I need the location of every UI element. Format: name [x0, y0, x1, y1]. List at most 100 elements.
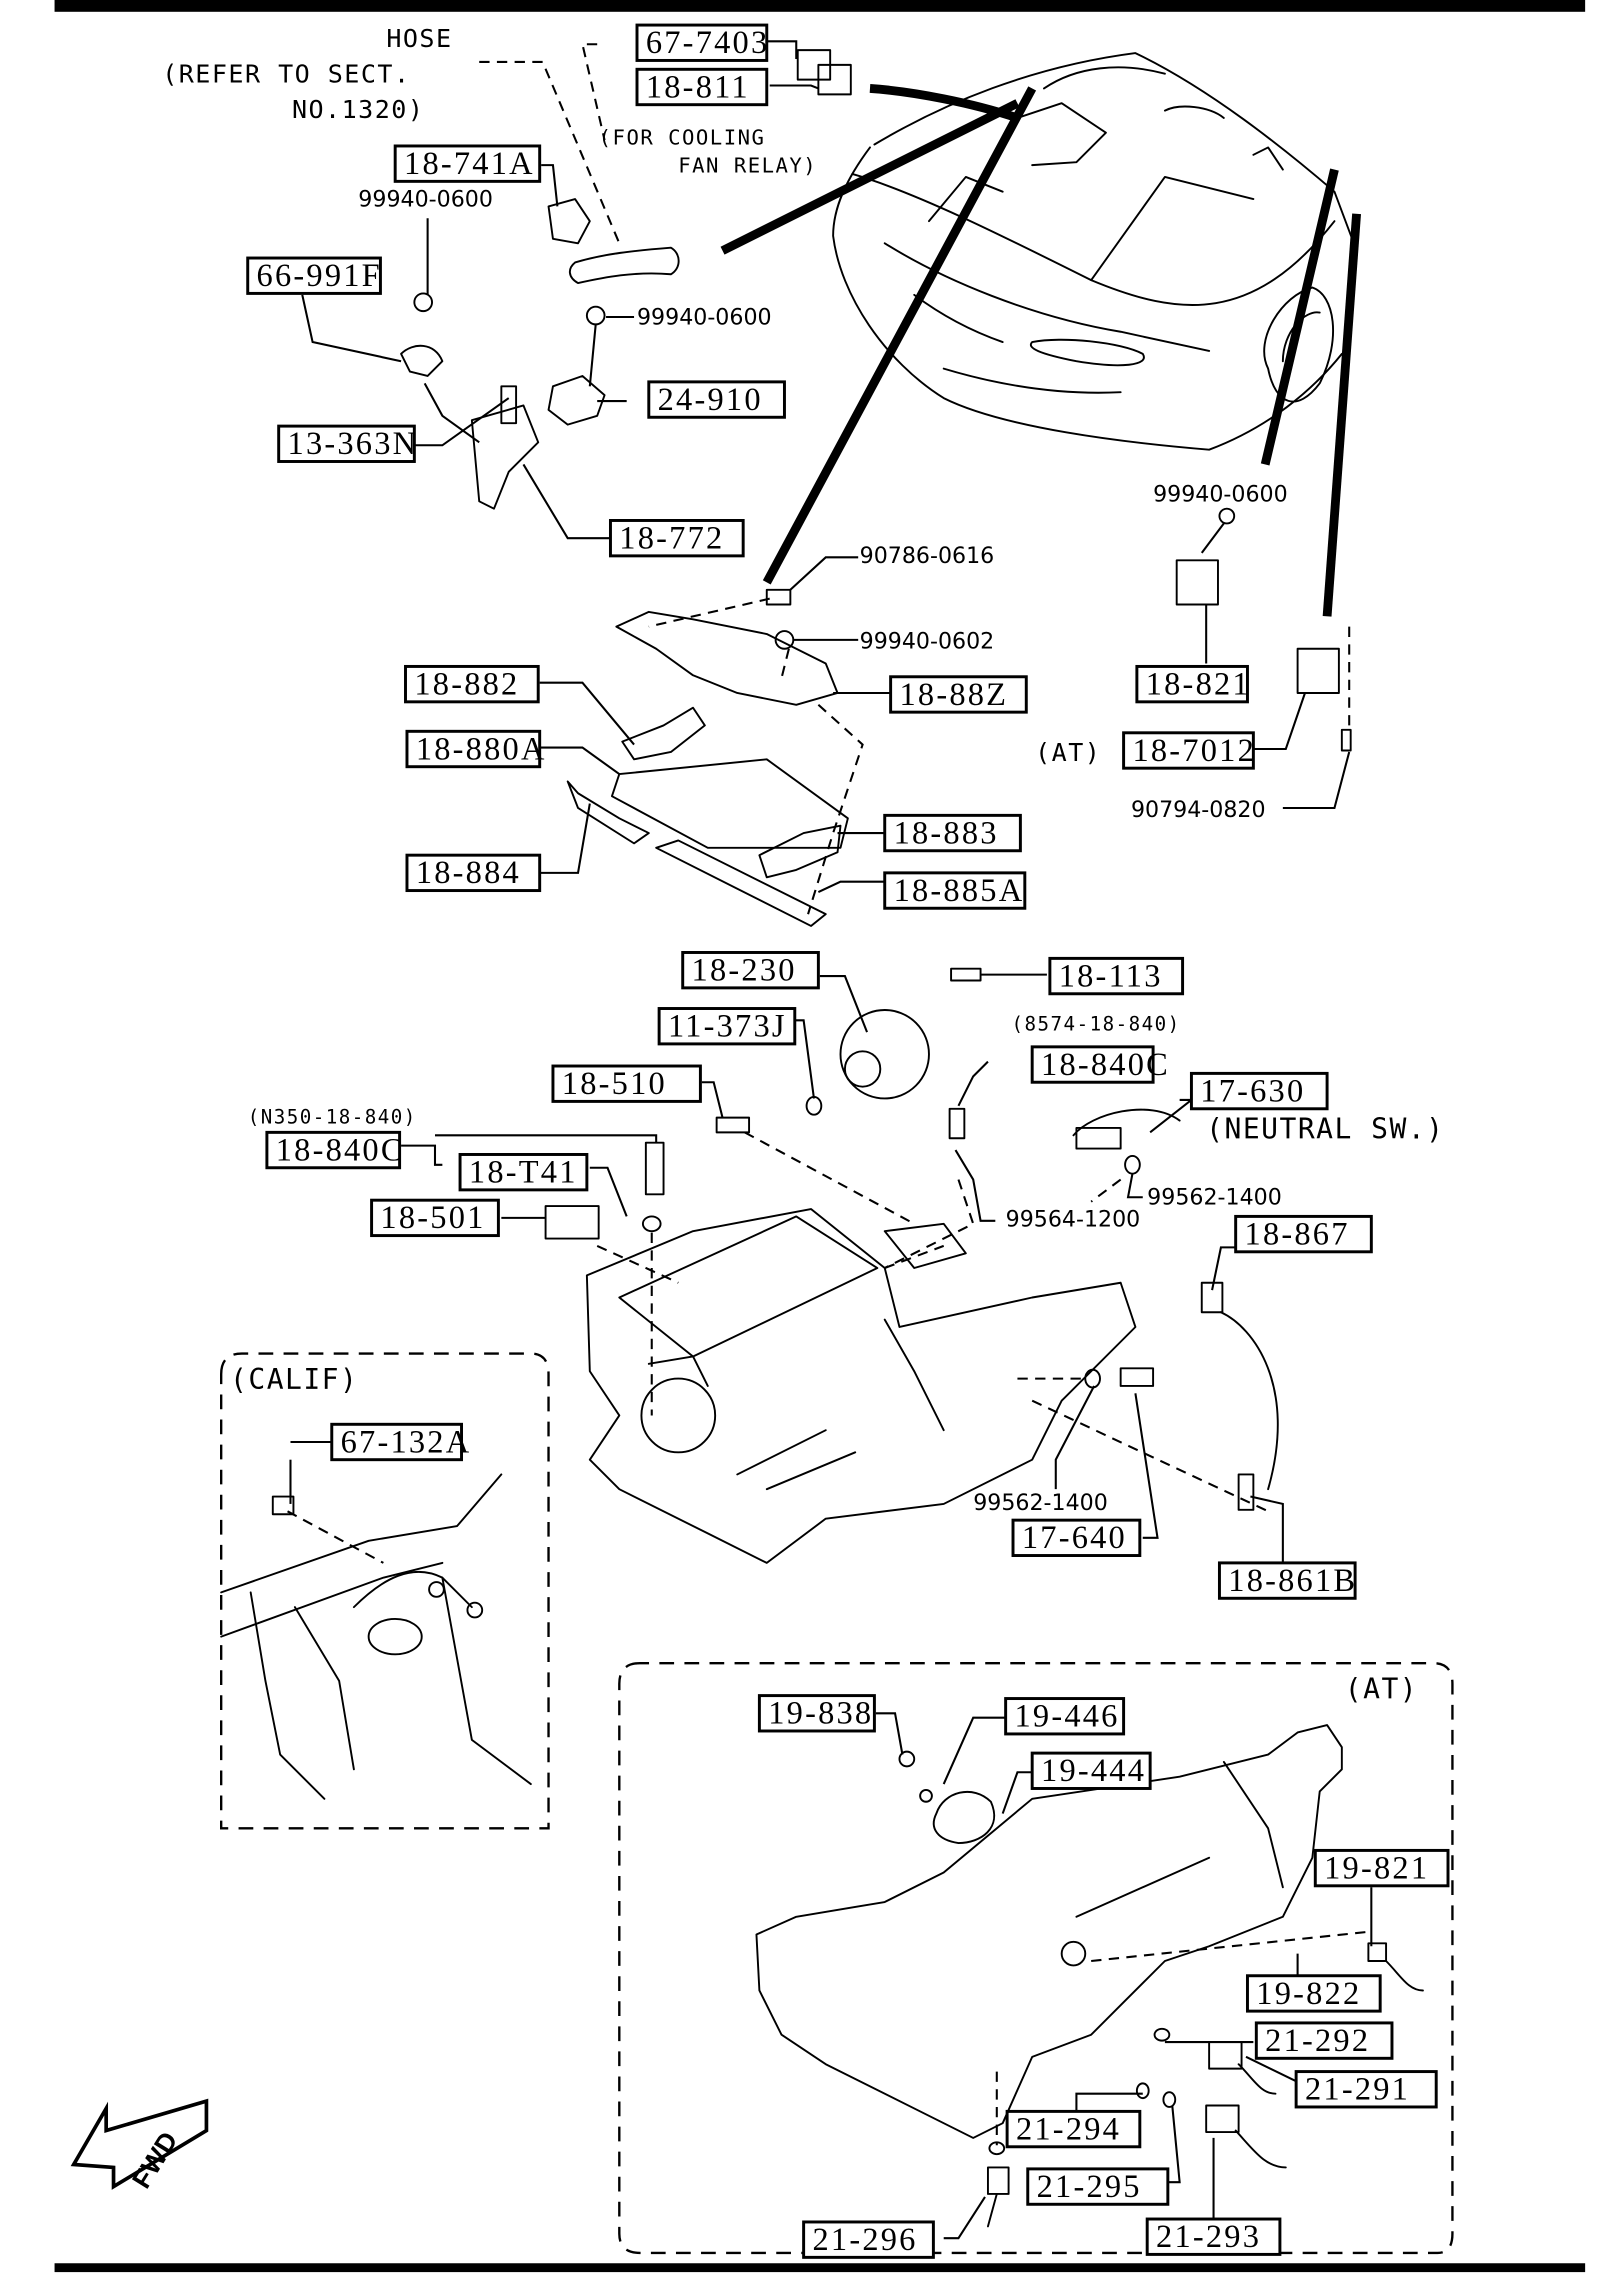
part-label-box	[1254, 2021, 1394, 2060]
part-number-text: 18-113	[1059, 958, 1163, 994]
hardware-number[interactable]: 90786-0616	[860, 543, 995, 569]
part-number-text: 18-861B	[1228, 1563, 1357, 1599]
part-label-18-885a[interactable]: 18-885A	[883, 871, 1027, 910]
part-label-24-910[interactable]: 24-910	[647, 380, 786, 419]
hardware-number[interactable]: 99564-1200	[1006, 1207, 1141, 1233]
hardware-number[interactable]: 90794-0820	[1131, 797, 1266, 823]
part-label-18-230[interactable]: 18-230	[681, 951, 820, 990]
part-label-18-821[interactable]: 18-821	[1135, 664, 1251, 704]
part-number-text: 11-373J	[668, 1009, 787, 1045]
part-label-18-882[interactable]: 18-882	[404, 664, 540, 704]
part-label-18-510[interactable]: 18-510	[551, 1064, 702, 1103]
part-label-box	[393, 144, 542, 183]
part-label-box	[1122, 731, 1255, 770]
part-number-text: 18-741A	[404, 146, 535, 182]
part-number-text: 17-640	[1022, 1520, 1127, 1556]
part-label-18-741a[interactable]: 18-741A	[393, 144, 542, 183]
part-label-box	[1245, 1974, 1382, 2013]
part-number-text: 17-630	[1200, 1073, 1305, 1109]
part-number-text: 18-882	[414, 666, 519, 702]
cooling-note-line1: (FOR COOLING	[599, 125, 766, 149]
part-label-box	[1048, 956, 1185, 996]
component-drawings	[400, 198, 1352, 1564]
bottom-border-bar	[54, 2263, 1586, 2273]
hardware-number[interactable]: 99940-0600	[637, 304, 772, 330]
part-label-18-884[interactable]: 18-884	[405, 853, 542, 893]
part-label-box	[1030, 1045, 1155, 1084]
part-label-19-444[interactable]: 19-444	[1030, 1751, 1152, 1790]
part-label-18-501[interactable]: 18-501	[370, 1198, 500, 1238]
part-label-21-291[interactable]: 21-291	[1294, 2070, 1438, 2109]
part-label-18-883[interactable]: 18-883	[883, 813, 1022, 853]
part-label-66-991f[interactable]: 66-991F	[246, 256, 382, 295]
part-label-18-811[interactable]: 18-811	[635, 67, 769, 107]
part-label-box	[883, 871, 1027, 910]
part-label-box	[405, 729, 542, 769]
part-number-text: 21-295	[1037, 2169, 1142, 2205]
part-number-text: 21-293	[1156, 2219, 1261, 2255]
calif-note: (CALIF)	[230, 1363, 358, 1396]
part-label-21-293[interactable]: 21-293	[1145, 2217, 1282, 2256]
part-label-21-295[interactable]: 21-295	[1026, 2167, 1170, 2206]
part-number-text: 18-884	[416, 855, 521, 891]
part-label-18-772[interactable]: 18-772	[608, 519, 745, 558]
part-number-text: 67-7403	[646, 25, 770, 61]
part-number-text: 18-821	[1146, 666, 1251, 702]
part-label-17-630[interactable]: 17-630	[1189, 1071, 1329, 1111]
part-label-18-840c[interactable]: 18-840C	[1030, 1045, 1170, 1084]
part-label-box	[1026, 2167, 1170, 2206]
part-label-box	[1011, 1518, 1142, 1558]
part-number-text: 18-230	[692, 952, 797, 988]
part-number-text: 18-88Z	[899, 677, 1008, 713]
part-label-19-446[interactable]: 19-446	[1004, 1697, 1126, 1736]
part-label-18-88z[interactable]: 18-88Z	[889, 675, 1028, 714]
pointer-line	[1260, 168, 1339, 466]
part-label-box	[802, 2220, 935, 2259]
part-number-text: 66-991F	[257, 258, 382, 294]
part-label-box	[883, 813, 1022, 853]
part-label-box	[404, 664, 540, 704]
hardware-number[interactable]: 99562-1400	[973, 1490, 1108, 1516]
part-label-18-867[interactable]: 18-867	[1234, 1214, 1373, 1254]
part-label-18-t41[interactable]: 18-T41	[458, 1153, 589, 1192]
part-number-text: 67-132A	[341, 1424, 472, 1460]
part-number-text: 19-822	[1256, 1976, 1361, 2012]
part-label-13-363n[interactable]: 13-363N	[277, 424, 419, 463]
part-number-text: 18-883	[894, 815, 999, 851]
part-label-18-880a[interactable]: 18-880A	[405, 729, 547, 769]
pointer-line	[720, 99, 1020, 255]
hardware-number[interactable]: 99940-0600	[1153, 481, 1288, 507]
part-label-67-132a[interactable]: 67-132A	[330, 1422, 472, 1462]
part-number-text: 18-772	[619, 520, 724, 556]
part-label-18-7012[interactable]: 18-7012	[1122, 731, 1256, 770]
part-label-box	[1030, 1751, 1152, 1790]
part-label-17-640[interactable]: 17-640	[1011, 1518, 1142, 1558]
part-label-67-7403[interactable]: 67-7403	[635, 23, 770, 62]
part-label-box	[681, 951, 820, 990]
at-region-border	[618, 1661, 1454, 2255]
hardware-number[interactable]: 99562-1400	[1147, 1185, 1282, 1211]
part-label-18-861b[interactable]: 18-861B	[1217, 1561, 1357, 1600]
part-number-text: 19-821	[1324, 1850, 1429, 1886]
hardware-number[interactable]: 99940-0600	[358, 186, 493, 212]
part-label-box	[405, 853, 542, 893]
part-label-19-822[interactable]: 19-822	[1245, 1974, 1382, 2013]
part-label-19-821[interactable]: 19-821	[1313, 1848, 1450, 1888]
hardware-number[interactable]: 99940-0602	[860, 629, 995, 655]
part-number-text: 18-840C	[276, 1132, 405, 1168]
part-number-text: 13-363N	[288, 426, 419, 462]
part-label-18-840c[interactable]: 18-840C	[265, 1130, 405, 1170]
cooling-note-line2: FAN RELAY)	[678, 154, 817, 178]
part-label-box	[1294, 2070, 1438, 2109]
part-label-box	[370, 1198, 500, 1238]
part-label-18-113[interactable]: 18-113	[1048, 956, 1185, 996]
part-label-21-296[interactable]: 21-296	[802, 2220, 935, 2259]
part-label-19-838[interactable]: 19-838	[757, 1694, 876, 1733]
part-label-21-294[interactable]: 21-294	[1005, 2109, 1142, 2149]
part-label-box	[608, 519, 745, 558]
part-label-11-373j[interactable]: 11-373J	[657, 1007, 797, 1046]
neutral-switch-note: (NEUTRAL SW.)	[1206, 1112, 1444, 1145]
part-label-21-292[interactable]: 21-292	[1254, 2021, 1394, 2060]
n350-note: (N350-18-840)	[248, 1106, 417, 1129]
